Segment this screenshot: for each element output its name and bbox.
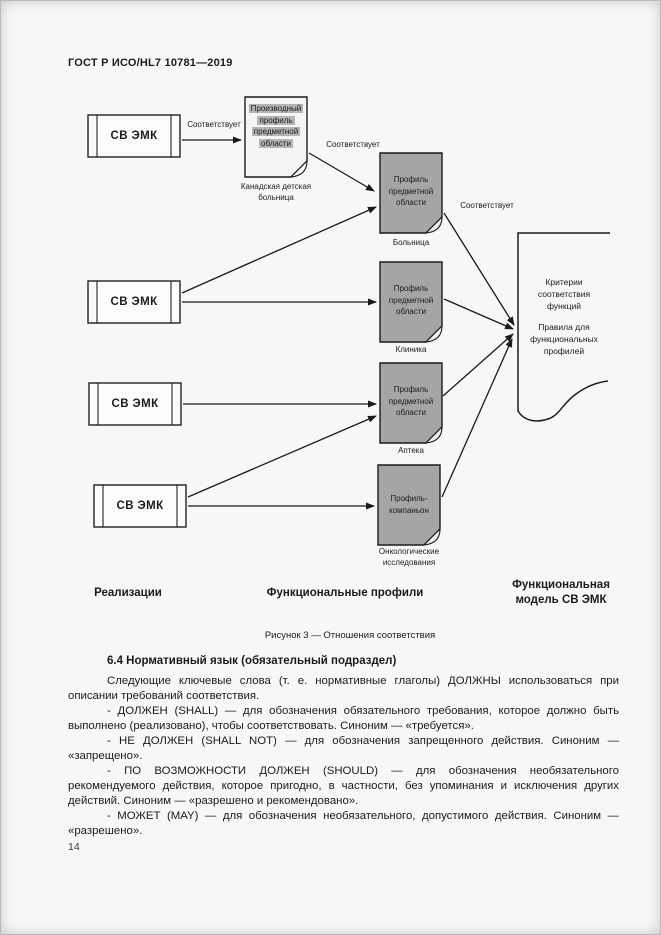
column-functional-model: Функциональная модель СВ ЭМК bbox=[512, 579, 610, 606]
system-box-4 bbox=[93, 484, 187, 528]
profile-doc-pharmacy bbox=[379, 362, 443, 444]
system-box-1 bbox=[87, 114, 181, 158]
profile-doc-hospital bbox=[379, 152, 443, 234]
arrow-companion-to-model bbox=[441, 338, 513, 498]
arrow-hospital-to-model bbox=[443, 212, 515, 326]
system-label-3: СВ ЭМК bbox=[111, 398, 159, 410]
paragraph-may: - МОЖЕТ (MAY) — для обозначения необязат… bbox=[68, 810, 619, 837]
column-implementations: Реализации bbox=[94, 587, 162, 599]
arrow-clinic-to-model bbox=[443, 298, 514, 330]
arrow-pharmacy-to-model bbox=[442, 333, 514, 397]
relation-label-2: Соответствует bbox=[326, 140, 380, 149]
figure-3-diagram-canvas bbox=[87, 96, 610, 546]
paragraph-shall: - ДОЛЖЕН (SHALL) — для обозначения обяза… bbox=[68, 705, 619, 732]
system-box-3 bbox=[88, 382, 182, 426]
system-label-4: СВ ЭМК bbox=[116, 500, 164, 512]
caption-oncology-research: Онкологические исследования bbox=[378, 547, 440, 567]
relation-label-3: Соответствует bbox=[460, 201, 514, 210]
arrow-sys4-to-pharmacy bbox=[187, 415, 377, 498]
system-label-2: СВ ЭМК bbox=[110, 296, 158, 308]
system-label-1: СВ ЭМК bbox=[110, 130, 158, 142]
paragraph-intro: Следующие ключевые слова (т. е. норматив… bbox=[68, 675, 619, 702]
companion-profile-doc bbox=[377, 464, 441, 546]
model-rules-text: Правила для функциональных профилей bbox=[530, 322, 598, 356]
relation-arrows bbox=[181, 136, 515, 510]
page-number: 14 bbox=[68, 841, 80, 853]
relation-label-1: Соответствует bbox=[187, 120, 241, 129]
functional-model-text: Критерии соответствия функций Правила дл… bbox=[528, 276, 600, 357]
arrow-sys2-to-hospital bbox=[181, 206, 377, 294]
companion-profile-text: Профиль-компаньон bbox=[389, 494, 429, 515]
paragraph-should: - ПО ВОЗМОЖНОСТИ ДОЛЖЕН (SHOULD) — для о… bbox=[68, 765, 619, 807]
running-header: ГОСТ Р ИСО/HL7 10781—2019 bbox=[68, 57, 233, 69]
caption-pharmacy: Аптека bbox=[398, 446, 424, 455]
caption-hospital: Больница bbox=[392, 238, 430, 247]
model-criteria-text: Критерии соответствия функций bbox=[537, 277, 591, 311]
arrow-derived-to-hospital bbox=[308, 152, 375, 192]
derived-profile-text: Производный профиль предметной области bbox=[248, 104, 304, 148]
figure-caption: Рисунок 3 — Отношения соответствия bbox=[264, 630, 436, 641]
caption-clinic: Клиника bbox=[395, 345, 427, 354]
profile-doc-clinic bbox=[379, 261, 443, 343]
system-box-2 bbox=[87, 280, 181, 324]
caption-canadian-childrens-hospital: Канадская детская больница bbox=[240, 182, 312, 202]
section-6-4: 6.4 Нормативный язык (обязательный подра… bbox=[68, 655, 619, 839]
section-heading: 6.4 Нормативный язык (обязательный подра… bbox=[107, 655, 397, 667]
column-functional-profiles: Функциональные профили bbox=[266, 587, 424, 599]
paragraph-shall-not: - НЕ ДОЛЖЕН (SHALL NOT) — для обозначени… bbox=[68, 735, 619, 762]
functional-model-shape bbox=[517, 232, 610, 422]
